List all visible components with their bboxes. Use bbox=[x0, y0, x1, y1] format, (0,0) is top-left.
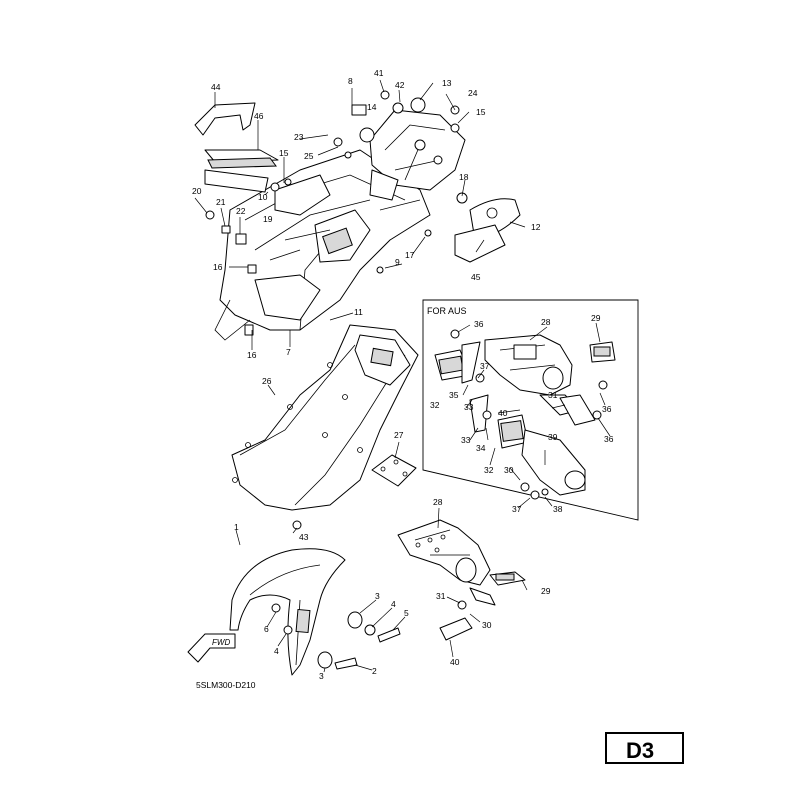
callout-24: 24 bbox=[468, 88, 478, 98]
callout-40: 40 bbox=[450, 657, 460, 667]
forward-arrow: FWD bbox=[187, 633, 236, 663]
callout-6: 6 bbox=[264, 624, 269, 634]
callout-32: 32 bbox=[430, 400, 440, 410]
license-plate-bracket-plate bbox=[371, 454, 417, 487]
callout-numbers: 44 46 8 41 42 13 24 15 14 23 25 15 10 19… bbox=[192, 68, 614, 681]
callout-38: 38 bbox=[553, 504, 563, 514]
callout-22: 22 bbox=[236, 206, 246, 216]
callout-4: 4 bbox=[391, 599, 396, 609]
page-label-box: D3 bbox=[605, 732, 684, 764]
for-aus-inset: FOR AUS bbox=[422, 299, 639, 521]
callout-37b: 37 bbox=[512, 504, 522, 514]
callout-35: 35 bbox=[449, 390, 459, 400]
callout-34: 34 bbox=[476, 443, 486, 453]
frame-fasteners bbox=[205, 90, 468, 336]
callout-32b: 32 bbox=[484, 465, 494, 475]
callout-14: 14 bbox=[367, 102, 377, 112]
inner-fender bbox=[231, 324, 419, 530]
callout-15: 15 bbox=[476, 107, 486, 117]
callout-1: 1 bbox=[234, 522, 239, 532]
callout-12: 12 bbox=[531, 222, 541, 232]
callout-23: 23 bbox=[294, 132, 304, 142]
callout-25: 25 bbox=[304, 151, 314, 161]
callout-26: 26 bbox=[262, 376, 272, 386]
callout-36b: 36 bbox=[602, 404, 612, 414]
callout-16: 16 bbox=[213, 262, 223, 272]
callout-46: 46 bbox=[254, 111, 264, 121]
callout-28b: 28 bbox=[541, 317, 551, 327]
callout-43: 43 bbox=[299, 532, 309, 542]
tail-light-bracket bbox=[397, 519, 526, 641]
callout-16b: 16 bbox=[247, 350, 257, 360]
callout-33: 33 bbox=[464, 402, 474, 412]
callout-11: 11 bbox=[354, 307, 363, 317]
fender-fasteners bbox=[317, 611, 401, 670]
seat-strap bbox=[454, 198, 521, 263]
tail-cowl-upper bbox=[369, 109, 466, 201]
callout-45: 45 bbox=[471, 272, 481, 282]
callout-39: 39 bbox=[548, 432, 558, 442]
callout-3: 3 bbox=[375, 591, 380, 601]
callout-29b: 29 bbox=[591, 313, 601, 323]
front-fender bbox=[229, 548, 346, 676]
callout-28: 28 bbox=[433, 497, 443, 507]
part-code: 5SLM300-D210 bbox=[196, 680, 256, 690]
inset-title: FOR AUS bbox=[427, 306, 467, 316]
callout-31: 31 bbox=[436, 591, 446, 601]
callout-8: 8 bbox=[348, 76, 353, 86]
fwd-label: FWD bbox=[212, 638, 230, 647]
tool-holder bbox=[194, 102, 279, 193]
callout-27: 27 bbox=[394, 430, 404, 440]
callout-2: 2 bbox=[372, 666, 377, 676]
callout-19: 19 bbox=[263, 214, 273, 224]
callout-31b: 31 bbox=[548, 390, 558, 400]
callout-13: 13 bbox=[442, 78, 452, 88]
callout-41: 41 bbox=[374, 68, 384, 78]
callout-40b: 40 bbox=[498, 408, 508, 418]
callout-20: 20 bbox=[192, 186, 202, 196]
leader-lines bbox=[194, 79, 611, 673]
callout-5: 5 bbox=[404, 608, 409, 618]
callout-21: 21 bbox=[216, 197, 226, 207]
callout-29: 29 bbox=[541, 586, 551, 596]
callout-18: 18 bbox=[459, 172, 469, 182]
callout-44: 44 bbox=[211, 82, 221, 92]
callout-3b: 3 bbox=[319, 671, 324, 681]
callout-15b: 15 bbox=[279, 148, 289, 158]
callout-9: 9 bbox=[395, 257, 400, 267]
callout-7: 7 bbox=[286, 347, 291, 357]
callout-30: 30 bbox=[482, 620, 492, 630]
callout-10: 10 bbox=[258, 192, 268, 202]
callout-30b: 30 bbox=[504, 465, 514, 475]
callout-4b: 4 bbox=[274, 646, 279, 656]
callout-36: 36 bbox=[474, 319, 484, 329]
page-label: D3 bbox=[626, 738, 654, 763]
callout-42: 42 bbox=[395, 80, 405, 90]
callout-17: 17 bbox=[405, 250, 415, 260]
callout-33b: 33 bbox=[461, 435, 471, 445]
callout-37: 37 bbox=[480, 361, 490, 371]
callout-36c: 36 bbox=[604, 434, 614, 444]
